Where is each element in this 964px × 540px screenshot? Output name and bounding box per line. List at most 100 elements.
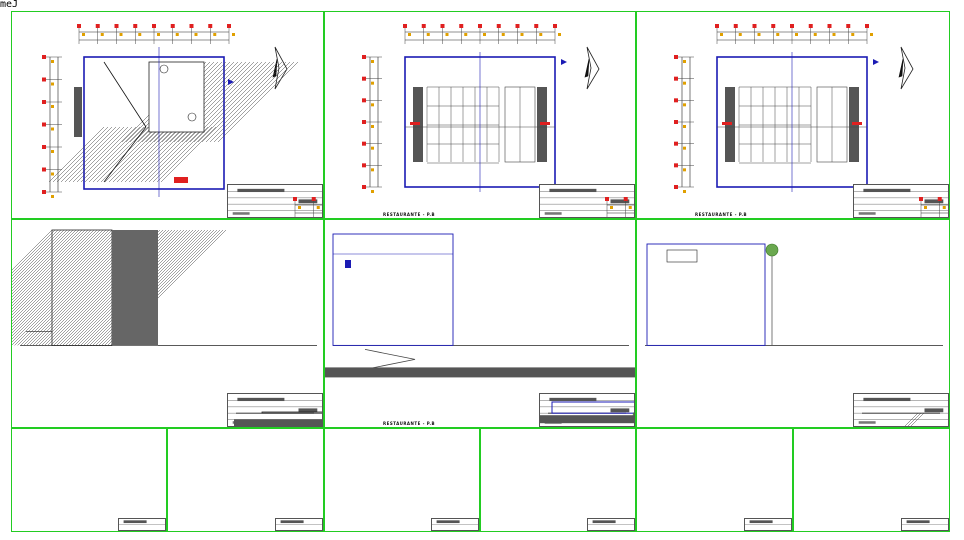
hatch-line (12, 229, 83, 301)
dimension-marker (738, 33, 742, 36)
hatch-line (12, 229, 53, 271)
title-block (901, 518, 949, 531)
title-block-bar (924, 199, 944, 204)
dimension-marker (362, 55, 366, 59)
sheet-side-elevation[interactable] (167, 428, 324, 532)
dimension-marker (408, 33, 411, 36)
hatch-line (140, 126, 197, 183)
hatch-line (52, 126, 109, 183)
section-b-drawing (481, 429, 636, 532)
title-block-lines (588, 520, 634, 525)
dimension-marker (42, 77, 46, 82)
hatch-line (12, 229, 74, 292)
dimension-marker (51, 150, 54, 153)
dimension-marker (674, 163, 678, 168)
sheet-front-elevation[interactable] (11, 428, 167, 532)
dimension-marker (795, 33, 798, 36)
north-arrow-icon (898, 58, 904, 78)
hatch-line (193, 61, 275, 143)
dimension-marker (157, 33, 160, 36)
hatch-line (213, 61, 295, 143)
sheet-section-a[interactable] (324, 428, 480, 532)
hatch-line (56, 126, 113, 183)
hatch-line (12, 229, 65, 283)
title-block-lines (854, 397, 948, 426)
sheet-site-plan[interactable] (11, 11, 324, 219)
title-block (853, 184, 949, 218)
dimension-marker (362, 120, 366, 124)
title-block-lines (119, 520, 165, 525)
title-block-bar (280, 520, 304, 524)
sheet-ground-floor-plan[interactable]: RESTAURANTE - P.B (324, 11, 636, 219)
hatch-line (100, 126, 157, 183)
hatch-line (128, 126, 185, 183)
dimension-marker (194, 33, 198, 36)
hatch-line (124, 126, 181, 183)
title-block-bar (858, 421, 876, 424)
side-elevation-2-drawing (794, 429, 950, 532)
title-block (853, 393, 949, 427)
title-block-lines (432, 520, 478, 525)
dimension-marker (138, 33, 142, 36)
sheet-side-elevation-2[interactable] (793, 428, 950, 532)
dimension-marker (851, 33, 855, 36)
sheet-roof-plan-2[interactable]: RESTAURANTE - P.B (324, 219, 636, 428)
dimension-marker (42, 190, 46, 194)
hatch-line (72, 126, 129, 183)
dimension-marker (440, 24, 445, 28)
hatch-pattern (904, 413, 924, 426)
dimension-marker (362, 76, 366, 81)
sheet-first-floor-plan[interactable] (11, 219, 324, 428)
dimension-marker (771, 24, 776, 28)
title-block-lines (228, 188, 322, 217)
corner-label: meJ (0, 0, 19, 10)
hatch-line (104, 126, 161, 183)
dimension-marker (42, 55, 46, 59)
dimension-marker (175, 33, 179, 36)
dimension-marker (95, 24, 100, 28)
dimension-marker (937, 197, 942, 201)
sheet-first-floor-plan-2[interactable] (636, 219, 950, 428)
hatch-line (12, 229, 101, 319)
dimension-marker (213, 33, 217, 36)
title-block (744, 518, 792, 531)
sheet-roof-plan[interactable]: RESTAURANTE - P.B (636, 11, 950, 219)
hatch-line (904, 413, 918, 426)
title-block (227, 184, 323, 218)
side-elevation-drawing (168, 429, 324, 532)
window (666, 249, 698, 263)
hatch-line (12, 229, 71, 289)
dimension-marker (752, 24, 757, 28)
dimension-marker (51, 82, 54, 86)
dimension-marker (371, 190, 374, 193)
dimension-marker (501, 33, 505, 36)
north-arrow-icon (584, 58, 590, 78)
dimension-marker (827, 24, 832, 28)
hatch-line (132, 126, 189, 183)
dimension-marker (539, 33, 543, 36)
dimension-marker (605, 197, 609, 201)
hatch-line (12, 229, 110, 328)
title-block (227, 393, 323, 427)
hatch-line (84, 126, 141, 183)
dimension-marker (534, 24, 539, 28)
hatch-pattern (121, 61, 299, 143)
first-floor-plan-2-drawing (645, 243, 943, 346)
hatch-line (148, 126, 205, 183)
north-arrow-icon (900, 46, 914, 90)
sheet-section-b[interactable] (480, 428, 636, 532)
dimension-marker (674, 185, 678, 189)
title-block-bar (544, 212, 562, 215)
hatch-pattern (48, 126, 217, 183)
dimension-marker (170, 24, 175, 28)
sheet-rear-elevation[interactable] (636, 428, 793, 532)
hatch-line (12, 229, 98, 316)
dimension-marker (362, 185, 366, 189)
section-band (234, 419, 322, 426)
title-block (118, 518, 166, 531)
dimension-marker (119, 33, 123, 36)
title-block-lines (540, 397, 634, 424)
dimension-marker (865, 24, 869, 28)
title-block (431, 518, 479, 531)
hatch-line (76, 126, 133, 183)
